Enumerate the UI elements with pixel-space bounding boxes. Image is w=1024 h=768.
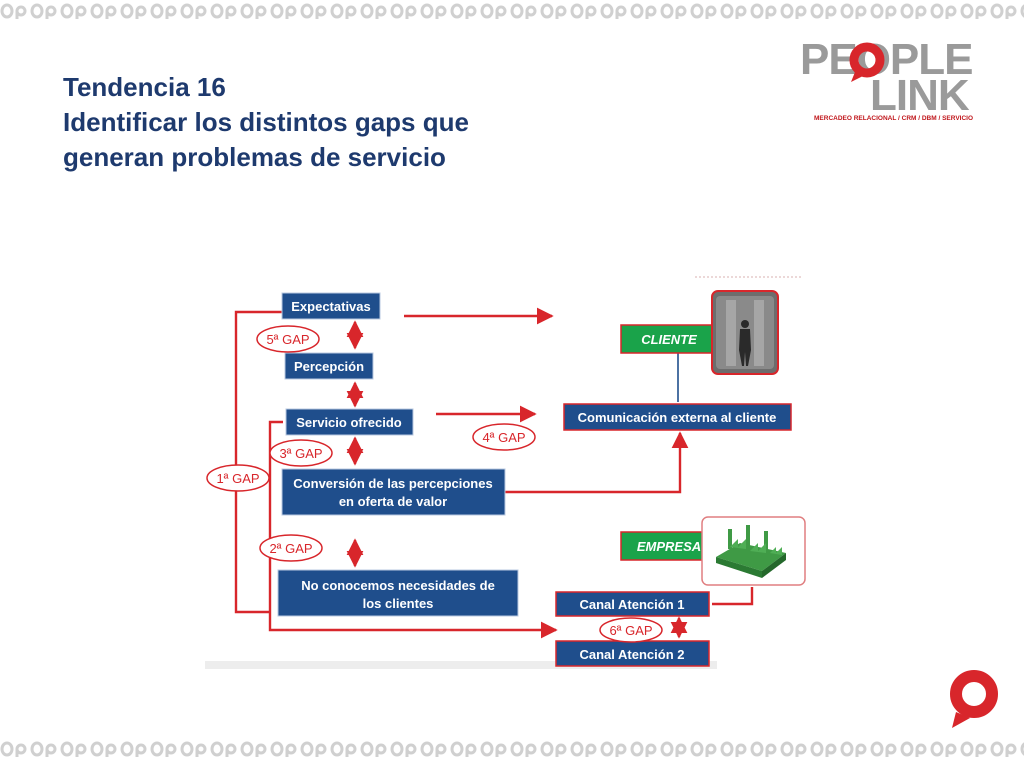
gap-3	[269, 439, 333, 467]
gap-5	[256, 325, 320, 353]
logo-word-2: LINK	[870, 71, 970, 120]
top-decor-pattern	[0, 0, 1024, 22]
gap-2-label: 2ª GAP	[269, 541, 312, 556]
gap-5-label: 5ª GAP	[266, 332, 309, 347]
gap-1	[206, 464, 270, 492]
box-no-conocemos-line-1: No conocemos necesidades de	[301, 578, 495, 593]
box-expectativas: Expectativas	[281, 292, 381, 320]
box-servicio-ofrecido: Servicio ofrecido	[285, 408, 414, 436]
box-canal-1-label: Canal Atención 1	[580, 597, 685, 612]
red-o-mark-icon	[849, 42, 885, 82]
gap-4-label: 4ª GAP	[482, 430, 525, 445]
loop-left-lower	[268, 420, 558, 639]
box-canal-2: Canal Atención 2	[555, 640, 710, 667]
cliente-photo	[711, 290, 779, 375]
bottom-decor-pattern	[0, 738, 1024, 760]
gap-6-label: 6ª GAP	[609, 623, 652, 638]
box-conversion-line-1: Conversión de las percepciones	[293, 476, 492, 491]
box-conversion-line-2: en oferta de valor	[339, 494, 447, 509]
link-canal1-to-cliente-photo	[712, 587, 754, 606]
label-empresa-text: EMPRESA	[637, 539, 701, 554]
red-o-mark-icon	[950, 670, 998, 728]
box-comunicacion: Comunicación externa al cliente	[563, 403, 792, 431]
gap-2	[259, 534, 323, 562]
loop-left-upper	[234, 310, 282, 614]
box-servicio-label: Servicio ofrecido	[296, 415, 402, 430]
faint-pattern-strip	[205, 661, 717, 669]
flow-conversion-to-comunicacion	[505, 431, 689, 494]
box-comunicacion-label: Comunicación externa al cliente	[578, 410, 777, 425]
box-canal-1: Canal Atención 1	[555, 591, 710, 617]
box-no-conocemos: No conocemos necesidades de los clientes	[277, 569, 519, 617]
box-conversion: Conversión de las percepciones en oferta…	[281, 468, 506, 516]
title-line-2: Identificar los distintos gaps que	[63, 107, 469, 137]
title-line-3: generan problemas de servicio	[63, 142, 446, 172]
box-no-conocemos-line-2: los clientes	[363, 596, 434, 611]
box-canal-2-label: Canal Atención 2	[580, 647, 685, 662]
box-percepcion-label: Percepción	[294, 359, 364, 374]
people-link-logo: PEOPLE LINK MERCADEO RELACIONAL / CRM / …	[796, 36, 990, 128]
gap-4	[472, 423, 536, 451]
logo-word-1: PEOPLE	[800, 35, 973, 84]
label-cliente: CLIENTE	[620, 324, 718, 354]
logo-tagline: MERCADEO RELACIONAL / CRM / DBM / SERVIC…	[814, 115, 974, 122]
box-expectativas-label: Expectativas	[291, 299, 371, 314]
gap-6	[599, 617, 663, 643]
gap-1-label: 1ª GAP	[216, 471, 259, 486]
label-cliente-text: CLIENTE	[641, 332, 697, 347]
slide-title: Tendencia 16 Identificar los distintos g…	[63, 70, 469, 175]
empresa-factory-image	[701, 516, 806, 586]
title-line-1: Tendencia 16	[63, 72, 226, 102]
gap-3-label: 3ª GAP	[279, 446, 322, 461]
box-percepcion: Percepción	[284, 352, 374, 380]
